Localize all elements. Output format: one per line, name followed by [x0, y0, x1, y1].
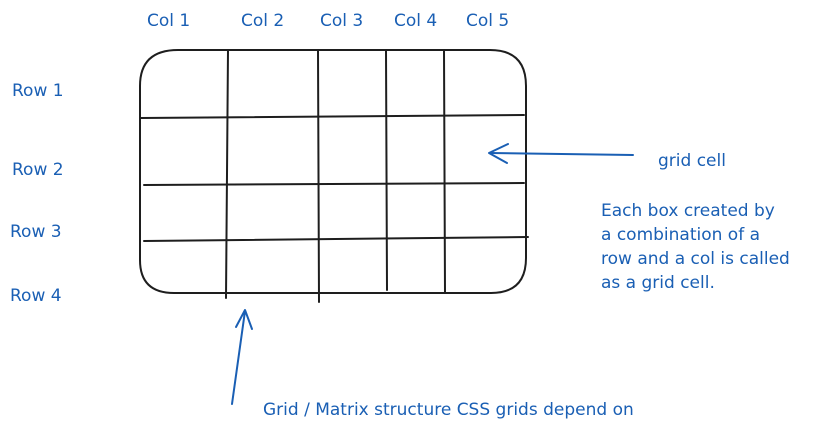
description-line: as a grid cell.: [601, 273, 715, 293]
col-4-label: Col 4: [394, 11, 438, 31]
description-line: Each box created by: [601, 201, 775, 221]
col-divider-1: [225, 49, 229, 299]
row-2-label: Row 2: [12, 160, 64, 180]
structure-arrow: [231, 309, 253, 405]
cell-arrow: [488, 143, 634, 164]
row-4-label: Row 4: [10, 286, 62, 306]
structure-annotation: Grid / Matrix structure CSS grids depend…: [263, 400, 634, 420]
grid-cell-description: Each box created by a combination of a r…: [601, 199, 837, 295]
row-3-label: Row 3: [10, 222, 62, 242]
row-1-label: Row 1: [12, 81, 64, 101]
grid-cell-annotation: grid cell: [658, 151, 726, 171]
description-line: a combination of a: [601, 225, 761, 245]
col-divider-3: [385, 49, 388, 291]
col-2-label: Col 2: [241, 11, 285, 31]
row-divider-3: [143, 236, 529, 242]
row-divider-2: [143, 182, 525, 186]
description-line: row and a col is called: [601, 249, 790, 269]
col-5-label: Col 5: [466, 11, 510, 31]
col-1-label: Col 1: [147, 11, 191, 31]
col-divider-4: [443, 49, 446, 294]
grid-frame: [139, 49, 527, 294]
col-divider-2: [317, 49, 320, 303]
col-3-label: Col 3: [320, 11, 364, 31]
row-divider-1: [140, 114, 525, 119]
